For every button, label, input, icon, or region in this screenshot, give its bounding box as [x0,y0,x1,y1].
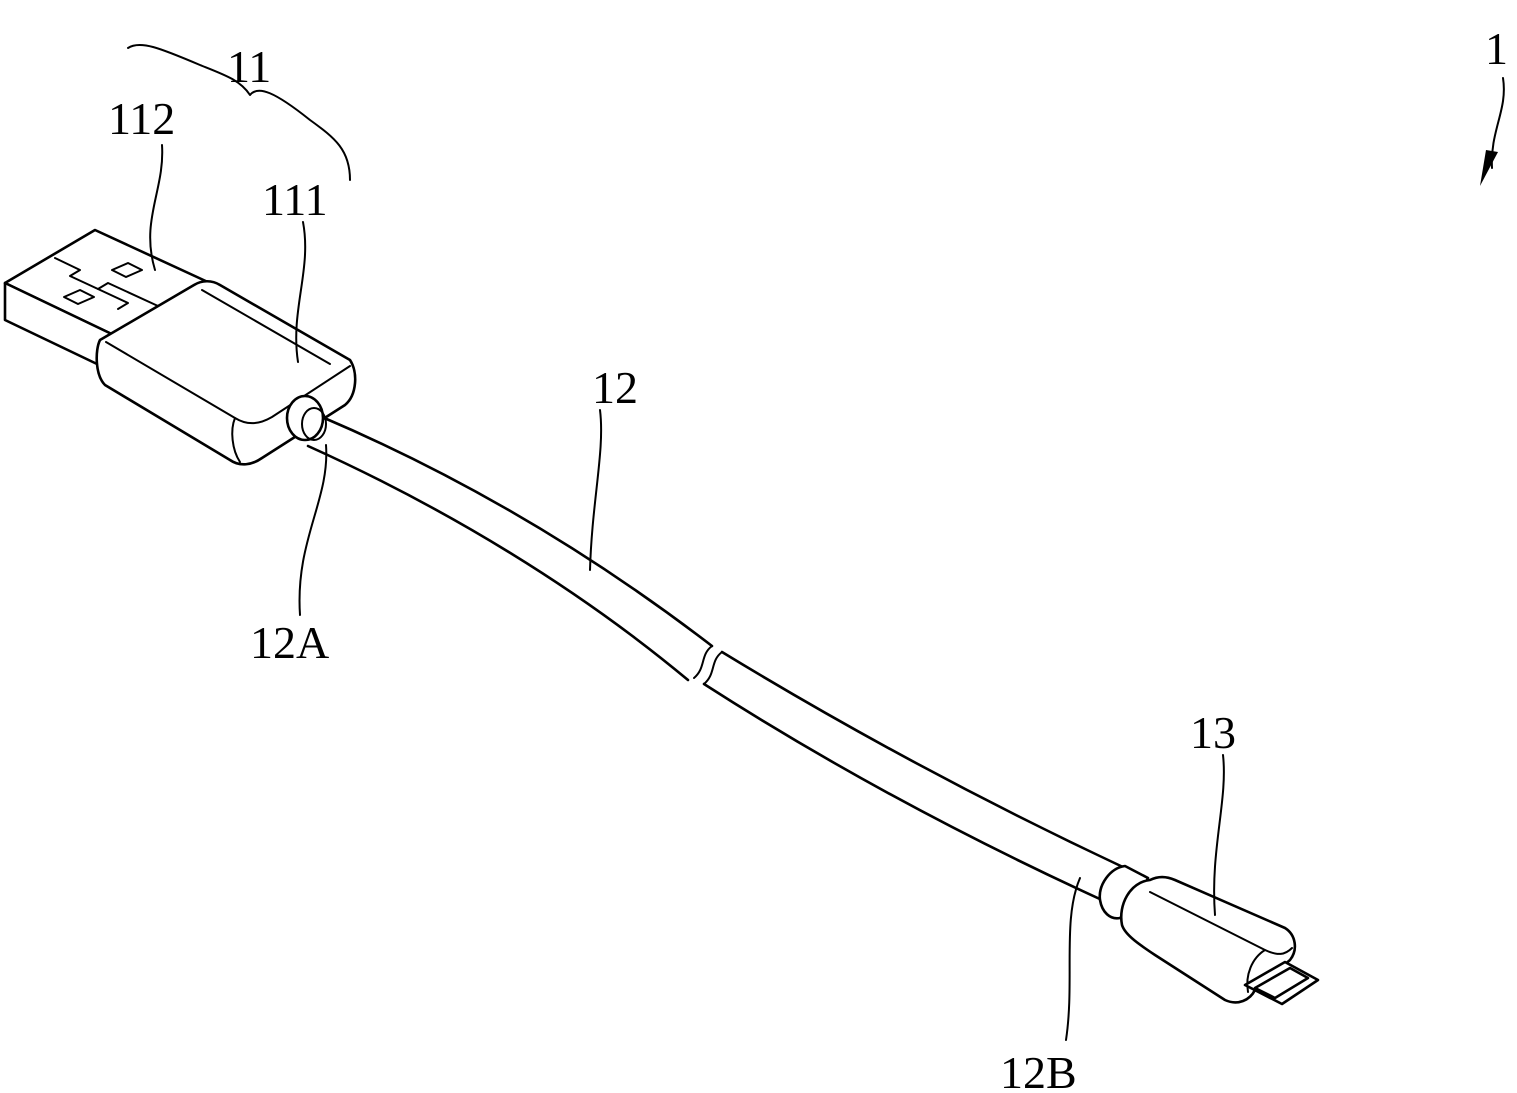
arrowhead-1 [1480,150,1498,186]
micro-usb-connector-13 [1100,866,1318,1004]
label-112: 112 [108,93,175,144]
usb-a-connector-11 [5,230,355,464]
label-12a: 12A [250,617,329,668]
reference-labels: 1 11 112 111 12 12A 13 12B [108,23,1508,1093]
cable-12 [308,417,1125,900]
label-1: 1 [1485,23,1508,74]
label-111: 111 [262,174,328,225]
leader-lines [128,45,1504,1040]
label-12b: 12B [1000,1047,1077,1093]
label-11: 11 [227,41,271,92]
label-12: 12 [592,362,638,413]
label-13: 13 [1190,707,1236,758]
